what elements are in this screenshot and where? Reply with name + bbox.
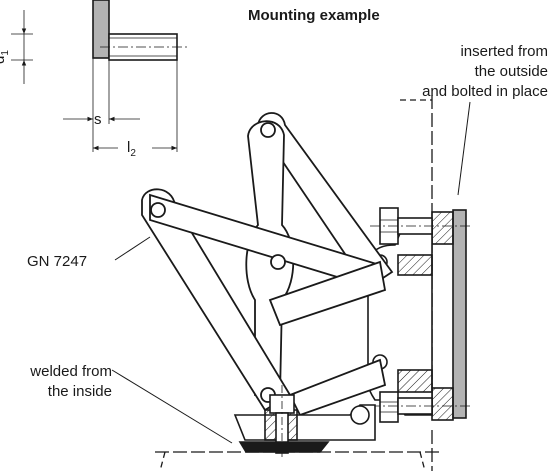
stud-flange <box>92 0 110 59</box>
leader-lines <box>111 101 471 444</box>
drawing-title: Mounting example <box>248 7 380 24</box>
plate-spacer-top <box>431 211 454 245</box>
dimension-d1-subscript: 1 <box>0 50 11 56</box>
pivot-top <box>260 122 276 138</box>
pivot-handle <box>150 202 166 218</box>
dimension-l2-letter: l <box>127 139 131 156</box>
label-inserted-line-2: the outside <box>474 63 548 80</box>
clamp-link-cross <box>268 260 387 327</box>
clamp-arm-main <box>245 120 295 396</box>
clamp-link-foot <box>288 358 387 417</box>
label-welded-line-2: the inside <box>47 383 112 400</box>
bolt-head-bottom <box>379 391 399 423</box>
label-part-number: GN 7247 <box>27 253 88 270</box>
dimension-l2: l2 <box>127 138 136 164</box>
stud-detail <box>11 0 190 152</box>
label-welded-line-1: welded from <box>30 363 112 380</box>
leader-inserted <box>457 101 471 196</box>
dimension-d1-letter: d <box>0 56 8 64</box>
label-inserted-line-3: and bolted in place <box>422 83 548 100</box>
clamp-arm-upper <box>257 112 394 290</box>
label-inserted: inserted from the outside and bolted in … <box>390 42 548 102</box>
pivot-middle <box>270 254 286 270</box>
spindle-assembly <box>233 385 376 460</box>
dimension-l2-subscript: 2 <box>130 148 136 159</box>
mounting-plate <box>431 209 467 421</box>
leader-welded <box>111 369 233 444</box>
leader-part <box>114 236 151 261</box>
weld-seam <box>238 441 330 453</box>
label-welded: welded from the inside <box>0 362 112 402</box>
plate-spacer-bottom <box>431 387 454 421</box>
dimension-d1: d1 <box>0 36 20 66</box>
label-inserted-line-1: inserted from <box>460 43 548 60</box>
toggle-clamp-linkage <box>141 112 394 417</box>
dimension-s: s <box>94 111 102 128</box>
